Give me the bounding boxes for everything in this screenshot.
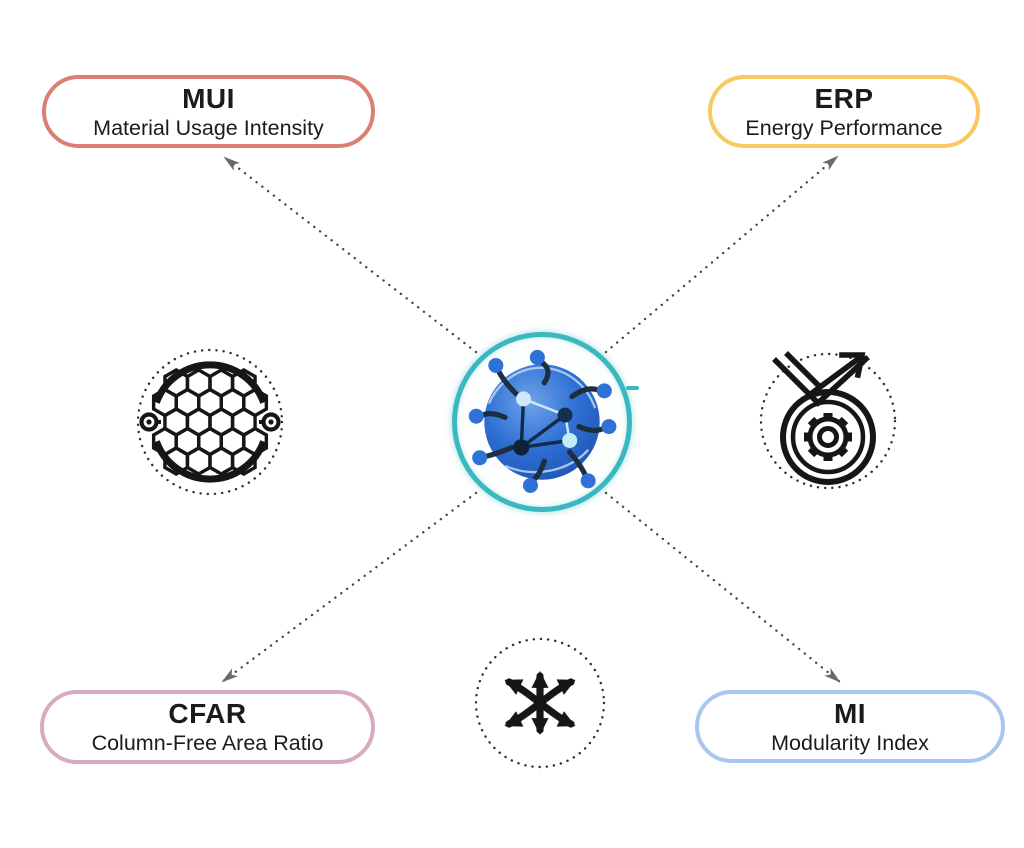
metric-node-mui: MUI Material Usage Intensity <box>42 75 375 148</box>
honeycomb-gears-icon <box>136 348 284 496</box>
hub-ring-tick <box>626 386 639 390</box>
hub-ring <box>452 332 632 512</box>
connector-to-mi <box>604 491 842 684</box>
metric-node-erp: ERP Energy Performance <box>708 75 980 148</box>
multidirectional-arrows-icon <box>474 637 606 769</box>
metric-abbr-erp: ERP <box>814 82 874 114</box>
connector-to-cfar <box>220 491 478 684</box>
connector-to-mui <box>222 155 478 354</box>
metric-label-mi: Modularity Index <box>771 730 929 755</box>
metric-node-mi: MI Modularity Index <box>695 690 1005 763</box>
metric-abbr-mi: MI <box>833 697 867 729</box>
metric-abbr-cfar: CFAR <box>168 698 247 729</box>
connector-to-erp <box>604 154 840 354</box>
metric-abbr-mui: MUI <box>182 82 235 114</box>
gear-right-icon <box>259 412 281 432</box>
metric-label-cfar: Column-Free Area Ratio <box>91 731 324 755</box>
metric-label-mui: Material Usage Intensity <box>93 115 324 140</box>
gear-left-icon <box>139 412 161 432</box>
medal-gear-arrow-icon <box>759 351 897 490</box>
network-globe-icon <box>468 349 617 493</box>
metric-label-erp: Energy Performance <box>745 115 943 140</box>
metric-node-cfar: CFAR Column-Free Area Ratio <box>40 690 375 764</box>
